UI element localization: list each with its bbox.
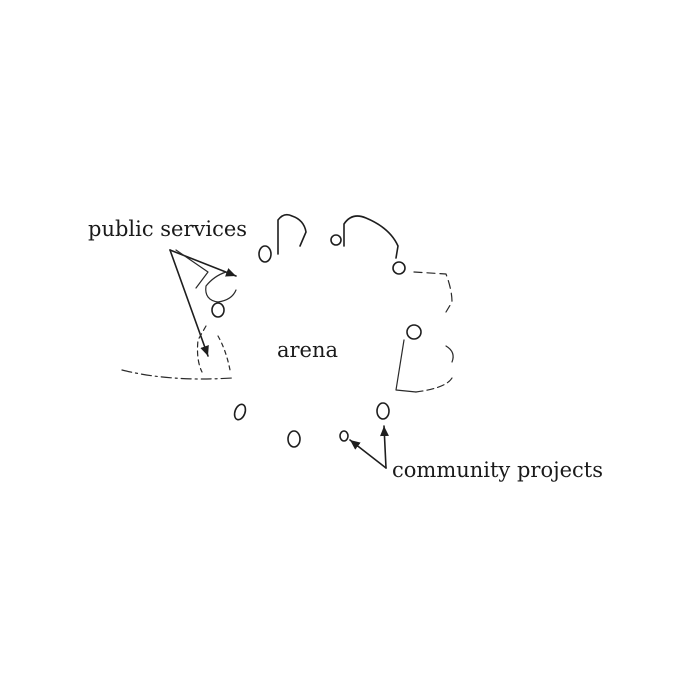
circle-top-center xyxy=(330,234,342,246)
circle-left xyxy=(211,302,225,318)
circle-bottom-center xyxy=(287,430,301,448)
building-top-left xyxy=(277,213,307,255)
arrow-to-top-building xyxy=(169,249,237,277)
top-buildings xyxy=(277,213,399,259)
circle-bottom-right xyxy=(376,402,390,420)
circle-right xyxy=(406,324,422,340)
building-left-wall xyxy=(217,335,231,371)
building-right-mid xyxy=(445,345,454,363)
arrow-to-right-circle xyxy=(380,425,389,469)
building-left-upper xyxy=(205,271,237,303)
circle-top-right xyxy=(392,261,406,275)
public-services-arrows xyxy=(169,249,237,357)
ground-line-left xyxy=(121,369,233,380)
label-public-services: public services xyxy=(88,217,247,241)
building-right-side xyxy=(395,339,417,393)
arrow-connector xyxy=(175,249,209,289)
left-buildings xyxy=(121,271,237,380)
arrow-to-left-building xyxy=(169,249,209,357)
circle-top-left xyxy=(258,245,272,263)
community-projects-arrows xyxy=(349,425,389,469)
ring-circles xyxy=(211,234,422,448)
arrow-to-small-circle xyxy=(349,439,387,469)
right-building xyxy=(395,271,454,393)
building-right-lower xyxy=(415,377,453,393)
circle-bottom-small xyxy=(339,430,349,442)
label-community-projects: community projects xyxy=(392,458,603,482)
label-arena: arena xyxy=(277,338,338,362)
building-top-right xyxy=(343,215,399,259)
circle-bottom-left xyxy=(233,403,247,421)
building-right-upper xyxy=(413,271,453,313)
building-left-lower xyxy=(196,325,207,373)
